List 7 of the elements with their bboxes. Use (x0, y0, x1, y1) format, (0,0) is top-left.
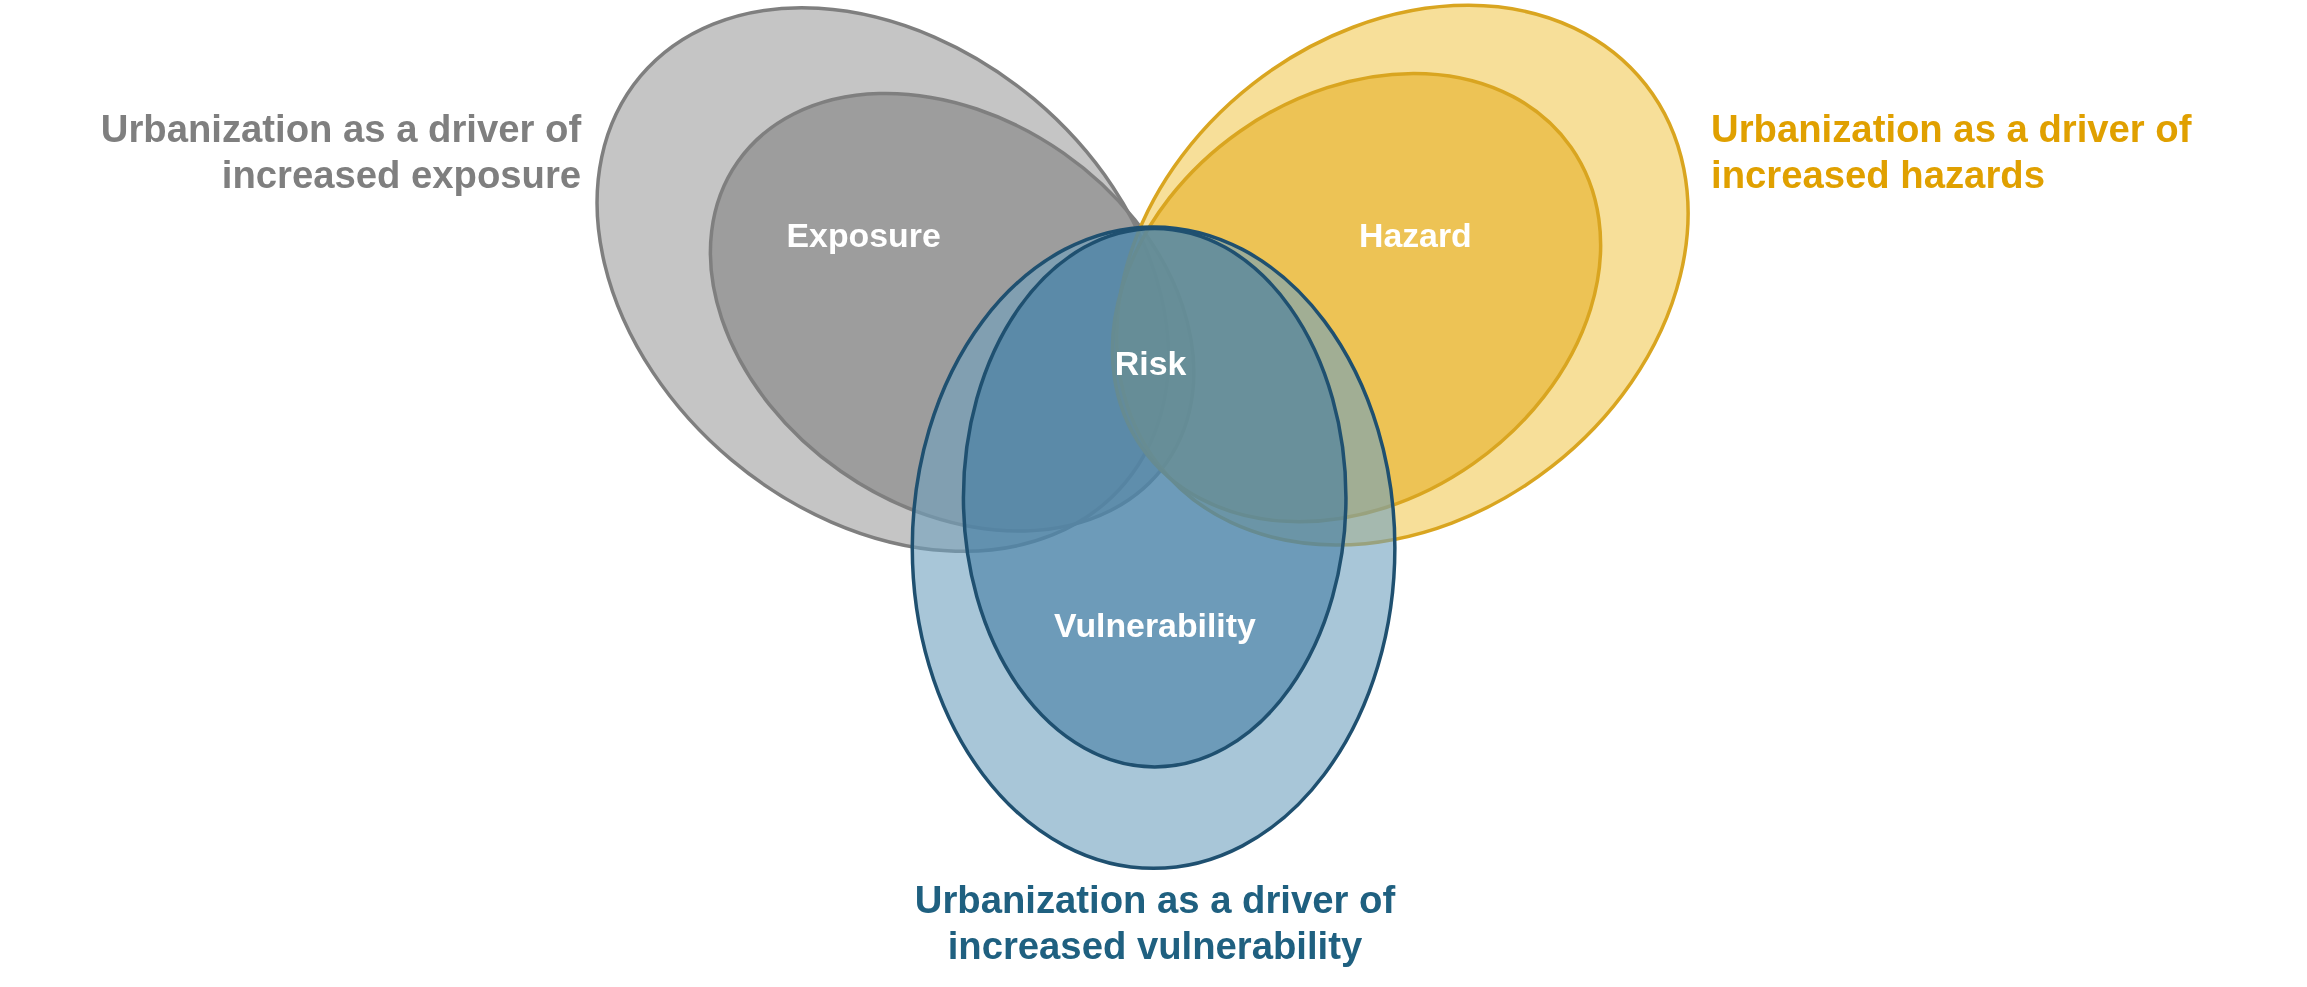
heading-text: Urbanization as a driver of increased hazards (1711, 105, 2193, 198)
circle-label: Vulnerability (1054, 605, 1256, 646)
circle-label: Hazard (1358, 215, 1472, 256)
heading-text: Urbanization as a driver of increased vulnerability (913, 876, 1397, 969)
heading-text: Urbanization as a driver of increased exposure (99, 105, 582, 198)
circle-label: Exposure (786, 215, 941, 256)
overlap-label: Risk (1114, 343, 1187, 384)
